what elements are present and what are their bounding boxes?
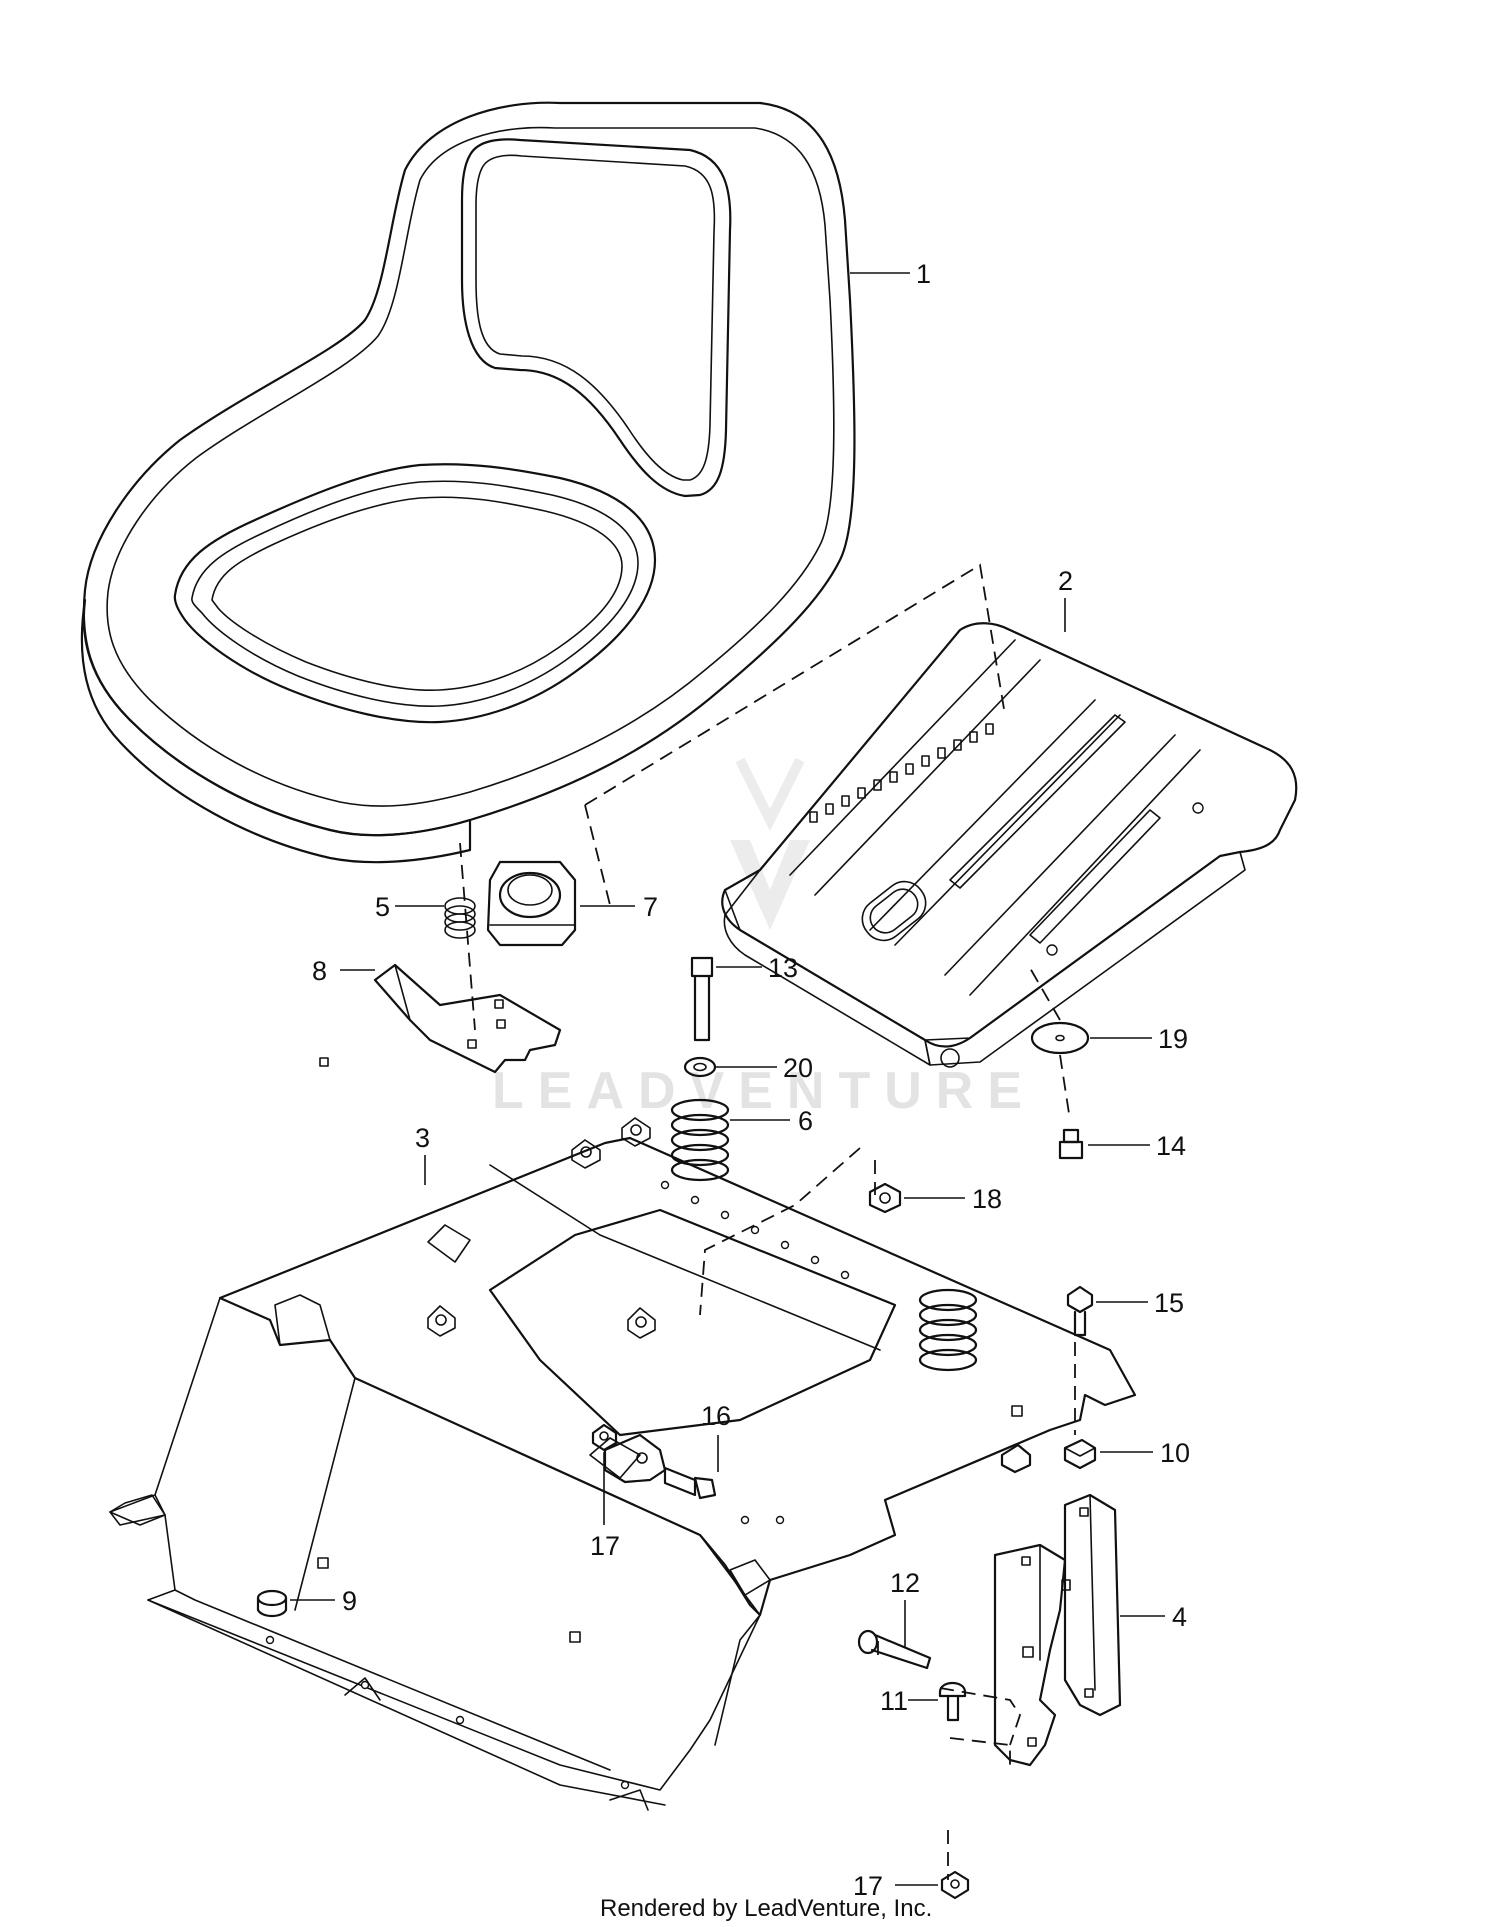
part-6-spring[interactable] (670, 1098, 730, 1182)
callout-5[interactable]: 5 (375, 892, 390, 922)
callout-20[interactable]: 20 (783, 1053, 813, 1083)
callout-16[interactable]: 16 (701, 1401, 731, 1431)
alignment-lines-seat-pan (459, 563, 1006, 1031)
alignment-lines-frame (699, 1147, 1076, 1880)
part-4-bracket[interactable] (993, 1443, 1122, 1767)
callout-14[interactable]: 14 (1156, 1131, 1186, 1161)
watermark-text: LEADVENTURE (492, 1062, 1036, 1120)
part-14-shoulder-bolt[interactable] (1058, 1128, 1084, 1160)
callout-8[interactable]: 8 (312, 956, 327, 986)
part-10-clip-nut[interactable] (1063, 1438, 1097, 1470)
part-6-spring-2[interactable] (918, 1288, 978, 1372)
part-2-seat-pan[interactable] (721, 622, 1298, 1068)
callout-15[interactable]: 15 (1154, 1288, 1184, 1318)
part-16-bolt-bracket[interactable] (603, 1433, 717, 1500)
callout-4[interactable]: 4 (1172, 1602, 1187, 1632)
callout-19[interactable]: 19 (1158, 1024, 1188, 1054)
callout-11[interactable]: 11 (880, 1686, 908, 1716)
watermark: LEADVENTURE (492, 757, 1036, 1120)
part-19-washer[interactable] (1030, 1021, 1090, 1055)
callout-10[interactable]: 10 (1160, 1438, 1190, 1468)
footer-credit: Rendered by LeadVenture, Inc. (600, 1895, 932, 1922)
callout-12[interactable]: 12 (890, 1568, 920, 1598)
part-15-bolt[interactable] (1066, 1285, 1094, 1337)
part-3-seat-frame[interactable] (109, 1057, 1137, 1811)
part-12-pin[interactable] (857, 1629, 932, 1670)
callout-1[interactable]: 1 (916, 259, 931, 289)
callout-2[interactable]: 2 (1058, 566, 1073, 596)
callout-9[interactable]: 9 (342, 1586, 357, 1616)
part-20-washer[interactable] (683, 1056, 717, 1078)
part-8-bracket[interactable] (373, 963, 562, 1074)
part-17-nut-b[interactable] (940, 1870, 970, 1900)
part-5-clip[interactable] (444, 897, 476, 939)
callout-7[interactable]: 7 (643, 892, 658, 922)
callout-3[interactable]: 3 (415, 1123, 430, 1153)
alignment-line-14 (1059, 1054, 1071, 1121)
callout-17a[interactable]: 17 (590, 1531, 620, 1561)
part-9-plug[interactable] (256, 1589, 288, 1618)
callout-6[interactable]: 6 (798, 1106, 813, 1136)
adjustment-slots (809, 723, 994, 823)
frame-weld-nuts (427, 1117, 656, 1339)
alignment-line-19 (1029, 967, 1061, 1021)
part-1-seat[interactable] (80, 101, 856, 864)
callout-17b[interactable]: 17 (853, 1871, 883, 1901)
callout-13[interactable]: 13 (768, 953, 798, 983)
callout-18[interactable]: 18 (972, 1184, 1002, 1214)
part-18-flange-nut[interactable] (868, 1182, 902, 1214)
part-7-seat-switch[interactable] (486, 860, 577, 947)
part-11-carriage-bolt[interactable] (938, 1681, 967, 1722)
part-13-bolt[interactable] (690, 956, 714, 1042)
part-17-nut-a[interactable] (591, 1423, 618, 1452)
